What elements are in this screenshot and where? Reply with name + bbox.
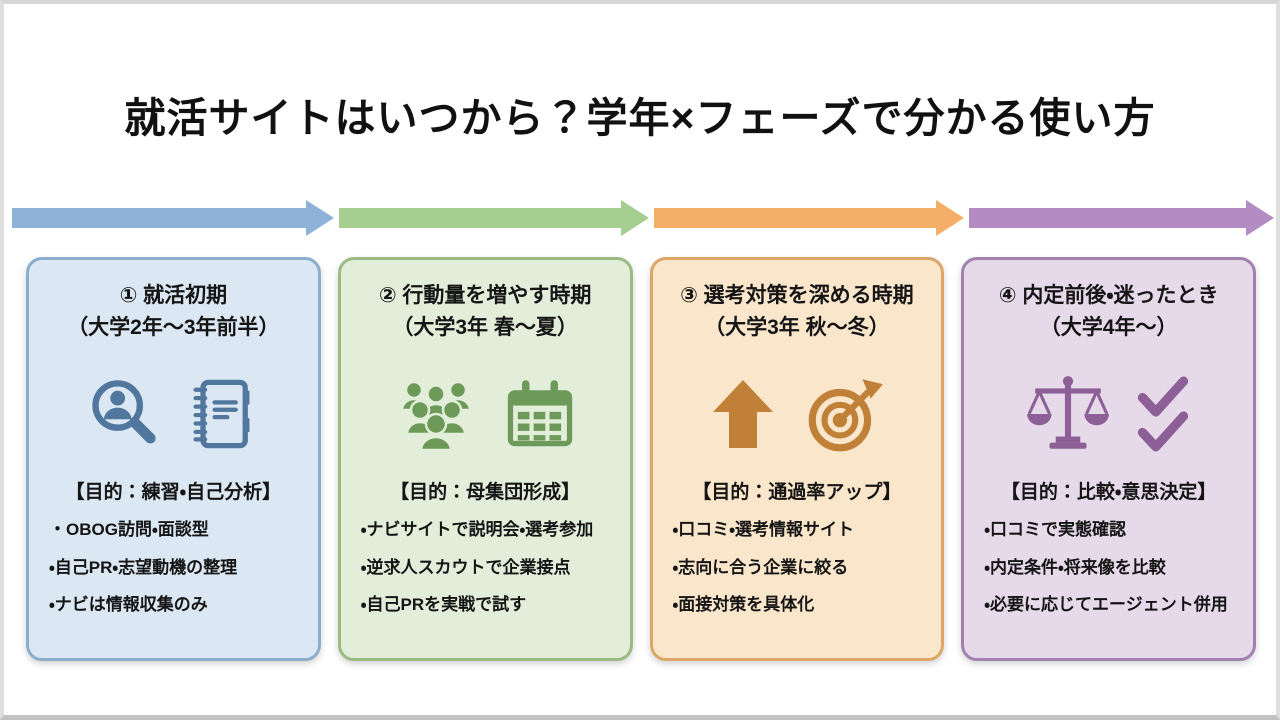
notebook-icon xyxy=(193,379,250,449)
phase-card-2: ② 行動量を増やす時期 （大学3年 春〜夏） xyxy=(337,257,633,661)
timeline-arrow-3 xyxy=(654,200,964,236)
timeline-arrow-4 xyxy=(969,200,1274,236)
phase-card-3-title-line1: ③ 選考対策を深める時期 xyxy=(680,284,914,307)
bullet-item: ・自己PR・志望動機の整理 xyxy=(49,557,238,577)
phase-card-3-icons xyxy=(663,371,932,457)
phase-card-4-title-line2: （大学4年〜） xyxy=(1039,315,1178,339)
phase-card-2-title-line2: （大学3年 春〜夏） xyxy=(392,315,578,339)
phase-card-4-bullets: ・口コミで実態確認 ・内定条件・将来像を比較 ・必要に応じてエージェント併用 xyxy=(974,518,1243,618)
timeline-arrows xyxy=(12,200,1274,236)
bullet-item: ・ナビは情報収集のみ xyxy=(49,595,208,615)
up-arrow-icon xyxy=(712,380,773,448)
phase-cards: ① 就活初期 （大学2年〜3年前半） xyxy=(26,257,1256,661)
phase-card-1-title-line2: （大学2年〜3年前半） xyxy=(67,315,280,339)
phase-card-2-title: ② 行動量を増やす時期 （大学3年 春〜夏） xyxy=(351,280,620,343)
phase-card-2-purpose: 【目的：母集団形成】 xyxy=(390,482,581,503)
phase-card-2-icons xyxy=(351,371,620,457)
person-search-icon xyxy=(92,380,157,444)
page-title: 就活サイトはいつから？学年×フェーズで分かる使い方 xyxy=(124,95,1156,141)
bullet-item: ・口コミで実態確認 xyxy=(984,520,1127,539)
phase-card-1-title-line1: ① 就活初期 xyxy=(119,284,228,307)
phase-card-4-icons xyxy=(974,371,1243,457)
timeline-arrow-2 xyxy=(339,200,649,236)
phase-card-3-title-line2: （大学3年 秋〜冬） xyxy=(704,315,890,339)
bullet-item: ・面接対策を具体化 xyxy=(672,595,815,615)
phase-card-2-bullets: ・ナビサイトで説明会・選考参加 ・逆求人スカウトで企業接点 ・自己PRを実戦で試… xyxy=(351,518,620,618)
calendar-icon xyxy=(507,380,573,447)
phase-card-3-bullets: ・口コミ・選考情報サイト ・志向に合う企業に絞る ・面接対策を具体化 xyxy=(663,518,932,618)
phase-card-4-title-line1: ④ 内定前後・迷ったとき xyxy=(998,284,1219,307)
phase-card-1-icons xyxy=(39,371,308,457)
phase-card-1-bullets: ・OBOG訪問・面談型 ・自己PR・志望動機の整理 ・ナビは情報収集のみ xyxy=(39,518,308,618)
phase-card-2-title-line1: ② 行動量を増やす時期 xyxy=(378,284,592,307)
bullet-item: ・自己PRを実戦で試す xyxy=(360,595,527,615)
phase-card-3-title: ③ 選考対策を深める時期 （大学3年 秋〜冬） xyxy=(663,280,932,343)
phase-card-3-purpose: 【目的：通過率アップ】 xyxy=(692,482,902,503)
crowd-icon xyxy=(400,380,472,452)
double-check-icon xyxy=(1137,376,1188,452)
bullet-item: ・口コミ・選考情報サイト xyxy=(672,520,855,539)
timeline-arrow-1 xyxy=(12,200,334,236)
phase-card-4: ④ 内定前後・迷ったとき （大学4年〜） xyxy=(961,257,1256,661)
balance-scale-icon xyxy=(1026,376,1109,449)
phase-card-4-title: ④ 内定前後・迷ったとき （大学4年〜） xyxy=(974,280,1243,343)
phase-card-4-purpose: 【目的：比較・意思決定】 xyxy=(1000,482,1217,503)
phase-card-1: ① 就活初期 （大学2年〜3年前半） xyxy=(26,257,321,661)
bullet-item: ・必要に応じてエージェント併用 xyxy=(984,595,1228,615)
bullet-item: ・逆求人スカウトで企業接点 xyxy=(360,557,571,577)
bullet-item: ・志向に合う企業に絞る xyxy=(672,557,849,577)
bullet-item: ・ナビサイトで説明会・選考参加 xyxy=(360,520,594,539)
bullet-item: ・OBOG訪問・面談型 xyxy=(49,520,209,539)
bullet-item: ・内定条件・将来像を比較 xyxy=(984,557,1166,577)
phase-card-1-purpose: 【目的：練習・自己分析】 xyxy=(65,482,282,503)
target-icon xyxy=(808,379,883,452)
phase-card-3: ③ 選考対策を深める時期 （大学3年 秋〜冬） 【目的：通過率アップ】 ・口コミ… xyxy=(649,257,945,661)
phase-card-1-title: ① 就活初期 （大学2年〜3年前半） xyxy=(39,280,308,343)
